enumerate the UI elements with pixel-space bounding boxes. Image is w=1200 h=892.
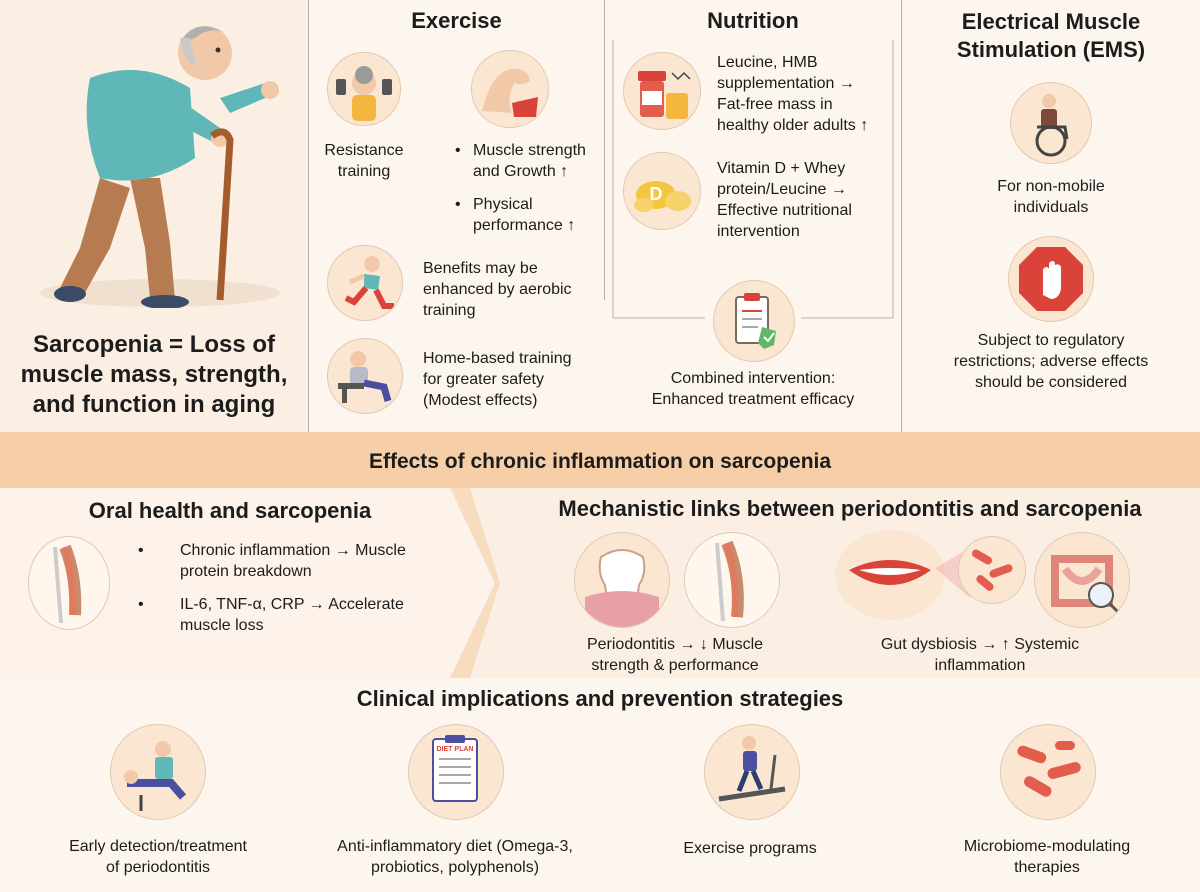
ems-panel: Electrical Muscle Stimulation (EMS) For … — [902, 0, 1200, 432]
bullet1-line1: Muscle strength — [473, 142, 586, 159]
pill-bottle-icon — [623, 52, 701, 130]
perio-line2: strength & performance — [591, 657, 759, 674]
aerobic-line3: training — [423, 302, 476, 319]
vitd-line2: protein/Leucine → — [717, 181, 847, 198]
home-line3: (Modest effects) — [423, 392, 538, 409]
leucine-line1: Leucine, HMB — [717, 54, 818, 71]
muscle-bone-icon — [684, 532, 780, 628]
divider — [604, 0, 605, 300]
bullet-dot: • — [455, 142, 461, 159]
gut-line2: inflammation — [934, 657, 1026, 674]
divider — [308, 0, 309, 432]
inflammation-band: Effects of chronic inflammation on sarco… — [0, 432, 1200, 488]
wheelchair-icon — [1010, 82, 1092, 164]
item1-line2: of periodontitis — [105, 859, 211, 876]
item2-line2: probiotics, polyphenols) — [370, 859, 540, 876]
combined-line2: Enhanced treatment efficacy — [651, 391, 855, 408]
oral-b2-line1: IL-6, TNF-α, CRP → Accelerate — [180, 596, 404, 613]
resistance-line1: Resistance — [324, 142, 404, 159]
clinical-heading: Clinical implications and prevention str… — [356, 686, 844, 711]
item1-line1: Early detection/treatment — [69, 838, 247, 855]
oral-b1-line2: protein breakdown — [180, 563, 312, 580]
bacteria-icon — [958, 536, 1026, 604]
tooth-icon — [574, 532, 670, 628]
clipboard-check-icon — [713, 280, 795, 362]
chevron-shape — [0, 488, 500, 678]
flexed-arm-icon — [471, 50, 549, 128]
vitamin-d-letter: D — [649, 184, 663, 204]
oral-b2-line2: muscle loss — [180, 617, 264, 634]
leucine-line3: Fat-free mass in — [717, 96, 833, 113]
exercise-heading: Exercise — [411, 8, 502, 33]
bullet-dot: • — [138, 596, 144, 613]
restrict-line2: restrictions; adverse effects — [953, 353, 1149, 370]
vitd-line1: Vitamin D + Whey — [717, 160, 846, 177]
gut-line1: Gut dysbiosis → ↑ Systemic — [880, 636, 1080, 653]
runner-icon — [327, 245, 403, 321]
bullet2-line2: performance ↑ — [473, 217, 576, 234]
nutrition-connector — [612, 40, 894, 319]
treadmill-icon — [704, 724, 800, 820]
home-line1: Home-based training — [423, 350, 572, 367]
resistance-line2: training — [337, 163, 391, 180]
leucine-line4: healthy older adults ↑ — [717, 117, 869, 134]
restrict-line1: Subject to regulatory — [977, 332, 1125, 349]
nonmobile-line1: For non-mobile — [997, 178, 1105, 195]
dumbbell-woman-icon — [327, 52, 401, 126]
item3: Exercise programs — [683, 840, 817, 857]
nutrition-heading: Nutrition — [707, 8, 799, 33]
leucine-line2: supplementation → — [717, 75, 855, 92]
item4-line2: therapies — [1014, 859, 1080, 876]
mechanism-section: Oral health and sarcopenia • Chronic inf… — [0, 488, 1200, 678]
oral-b1-line1: Chronic inflammation → Muscle — [180, 542, 406, 559]
dentist-icon — [110, 724, 206, 820]
perio-line1: Periodontitis → ↓ Muscle — [586, 636, 764, 653]
bullet1-line2: and Growth ↑ — [473, 163, 569, 180]
sarcopenia-title-line1: Sarcopenia = Loss of — [32, 331, 276, 358]
exercise-bullets: • Muscle strength and Growth ↑ • Physica… — [453, 140, 603, 236]
intestine-icon — [1034, 532, 1130, 628]
diet-plan-icon: DIET PLAN — [408, 724, 504, 820]
mouth-icon — [835, 530, 945, 620]
ems-heading-line2: Stimulation (EMS) — [956, 37, 1146, 62]
bullet-dot: • — [455, 196, 461, 213]
elderly-man-cane-icon — [40, 26, 280, 308]
item4-line1: Microbiome-modulating — [963, 838, 1131, 855]
band-title: Effects of chronic inflammation on sarco… — [368, 450, 832, 473]
vitd-line4: intervention — [717, 223, 800, 240]
sarcopenia-panel: Sarcopenia = Loss of muscle mass, streng… — [0, 0, 308, 432]
sarcopenia-title-line2: muscle mass, strength, — [20, 361, 288, 388]
aerobic-line1: Benefits may be — [423, 260, 538, 277]
mech-heading: Mechanistic links between periodontitis … — [558, 496, 1142, 521]
ems-heading-line1: Electrical Muscle — [961, 9, 1141, 34]
bullet2-line1: Physical — [473, 196, 533, 213]
combined-line1: Combined intervention: — [670, 370, 836, 387]
vitd-line3: Effective nutritional — [717, 202, 852, 219]
divider — [901, 0, 902, 432]
oral-bullets: • Chronic inflammation → Muscle protein … — [138, 540, 458, 636]
nonmobile-line2: individuals — [1013, 199, 1089, 216]
item2-line1: Anti-inflammatory diet (Omega-3, — [337, 838, 573, 855]
nutrition-panel: Nutrition Leucine, HMB supplementation →… — [605, 0, 901, 432]
stop-hand-icon — [1008, 236, 1094, 322]
aerobic-line2: enhanced by aerobic — [423, 281, 572, 298]
vitamin-d-icon: D — [623, 152, 701, 230]
sarcopenia-title-line3: and function in aging — [32, 391, 276, 418]
restrict-line3: should be considered — [974, 374, 1128, 391]
oral-heading: Oral health and sarcopenia — [88, 498, 372, 523]
muscle-bone-icon — [28, 536, 110, 630]
home-workout-icon — [327, 338, 403, 414]
bullet-dot: • — [138, 542, 144, 559]
clinical-section: Clinical implications and prevention str… — [0, 678, 1200, 892]
diet-plan-label: DIET PLAN — [436, 746, 474, 753]
exercise-panel: Exercise Resistance training • Muscle — [309, 0, 604, 432]
home-line2: for greater safety — [423, 371, 544, 388]
bacteria-icon — [1000, 724, 1096, 820]
